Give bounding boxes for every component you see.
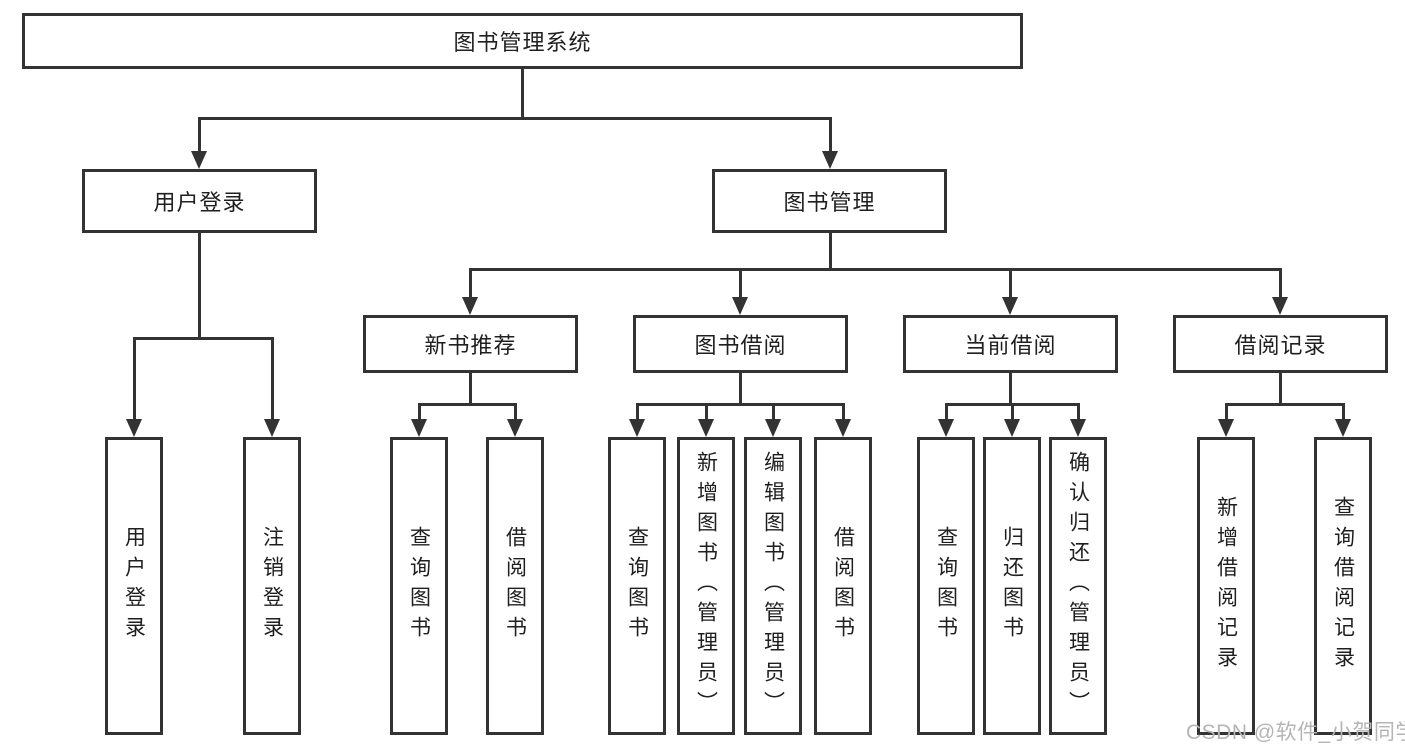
node-label: 图书借阅 — [694, 333, 787, 358]
node-current-borrowing: 当前借阅 — [903, 315, 1118, 373]
arrow-down-icon — [1335, 419, 1351, 437]
arrow-down-icon — [411, 419, 427, 437]
node-label: 查询图书 — [625, 526, 649, 646]
connector-vline — [705, 403, 708, 421]
leaf-logout: 注销登录 — [243, 437, 301, 735]
connector-vline — [842, 403, 845, 421]
node-user-login: 用户登录 — [82, 169, 317, 233]
leaf-borrow-books-recommend: 借阅图书 — [486, 437, 544, 735]
node-label: 注销登录 — [260, 526, 284, 646]
connector-hline — [470, 268, 1281, 271]
connector-vline — [1279, 373, 1282, 405]
arrow-down-icon — [822, 151, 838, 169]
connector-vline — [829, 233, 832, 271]
arrow-down-icon — [629, 419, 645, 437]
connector-vline — [469, 268, 472, 299]
connector-vline — [1225, 403, 1228, 421]
connector-vline — [271, 337, 274, 421]
node-library-management-system: 图书管理系统 — [22, 13, 1023, 69]
connector-vline — [469, 373, 472, 405]
arrow-down-icon — [835, 419, 851, 437]
connector-vline — [1342, 403, 1345, 421]
connector-hline — [1225, 403, 1345, 406]
arrow-down-icon — [1002, 297, 1018, 315]
node-label: 图书管理系统 — [453, 30, 592, 55]
arrow-down-icon — [765, 419, 781, 437]
connector-vline — [1279, 268, 1282, 299]
arrow-down-icon — [732, 297, 748, 315]
arrow-down-icon — [126, 419, 142, 437]
leaf-query-borrow-record: 查询借阅记录 — [1314, 437, 1372, 735]
node-new-book-recommendation: 新书推荐 — [363, 315, 578, 373]
node-label: 查询图书 — [407, 526, 431, 646]
node-label: 借阅图书 — [831, 526, 855, 646]
connector-vline — [636, 403, 639, 421]
leaf-query-books-current: 查询图书 — [917, 437, 975, 735]
node-label: 编辑图书（管理员） — [761, 451, 785, 721]
leaf-edit-books-admin: 编辑图书（管理员） — [744, 437, 802, 735]
leaf-return-books: 归还图书 — [983, 437, 1041, 735]
node-label: 当前借阅 — [964, 333, 1057, 358]
connector-vline — [1009, 268, 1012, 299]
node-label: 新书推荐 — [424, 333, 517, 358]
node-label: 查询借阅记录 — [1331, 496, 1355, 676]
arrow-down-icon — [938, 419, 954, 437]
node-label: 归还图书 — [1000, 526, 1024, 646]
connector-vline — [945, 403, 948, 421]
node-book-management: 图书管理 — [712, 169, 947, 233]
node-label: 用户登录 — [122, 526, 146, 646]
leaf-add-books-admin: 新增图书（管理员） — [677, 437, 735, 735]
connector-vline — [772, 403, 775, 421]
leaf-query-books-recommend: 查询图书 — [390, 437, 448, 735]
arrow-down-icon — [1218, 419, 1234, 437]
connector-vline — [829, 117, 832, 153]
connector-vline — [1009, 373, 1012, 405]
connector-vline — [739, 268, 742, 299]
connector-vline — [739, 373, 742, 405]
arrow-down-icon — [462, 297, 478, 315]
connector-vline — [514, 403, 517, 421]
arrow-down-icon — [507, 419, 523, 437]
leaf-borrow-books-borrowing: 借阅图书 — [814, 437, 872, 735]
leaf-user-login: 用户登录 — [105, 437, 163, 735]
node-label: 图书管理 — [783, 190, 876, 215]
arrow-down-icon — [1070, 419, 1086, 437]
node-label: 用户登录 — [153, 190, 246, 215]
connector-hline — [133, 337, 274, 340]
connector-vline — [418, 403, 421, 421]
arrow-down-icon — [1004, 419, 1020, 437]
node-label: 查询图书 — [934, 526, 958, 646]
connector-vline — [198, 233, 201, 339]
leaf-query-books-borrowing: 查询图书 — [608, 437, 666, 735]
arrow-down-icon — [1272, 297, 1288, 315]
connector-hline — [636, 403, 844, 406]
connector-vline — [133, 337, 136, 421]
leaf-add-borrow-record: 新增借阅记录 — [1197, 437, 1255, 735]
arrow-down-icon — [191, 151, 207, 169]
connector-hline — [418, 403, 517, 406]
leaf-confirm-return-admin: 确认归还（管理员） — [1049, 437, 1107, 735]
csdn-watermark: CSDN @软件_小贺同学 — [1186, 721, 1405, 744]
node-label: 新增借阅记录 — [1214, 496, 1238, 676]
node-label: 借阅图书 — [503, 526, 527, 646]
connector-vline — [1077, 403, 1080, 421]
node-label: 借阅记录 — [1234, 333, 1327, 358]
connector-vline — [521, 69, 524, 119]
connector-vline — [198, 117, 201, 153]
connector-vline — [1011, 403, 1014, 421]
node-label: 新增图书（管理员） — [694, 451, 718, 721]
arrow-down-icon — [264, 419, 280, 437]
arrow-down-icon — [698, 419, 714, 437]
node-label: 确认归还（管理员） — [1066, 451, 1090, 721]
connector-hline — [198, 117, 832, 120]
node-book-borrowing: 图书借阅 — [633, 315, 848, 373]
node-borrowing-records: 借阅记录 — [1173, 315, 1388, 373]
